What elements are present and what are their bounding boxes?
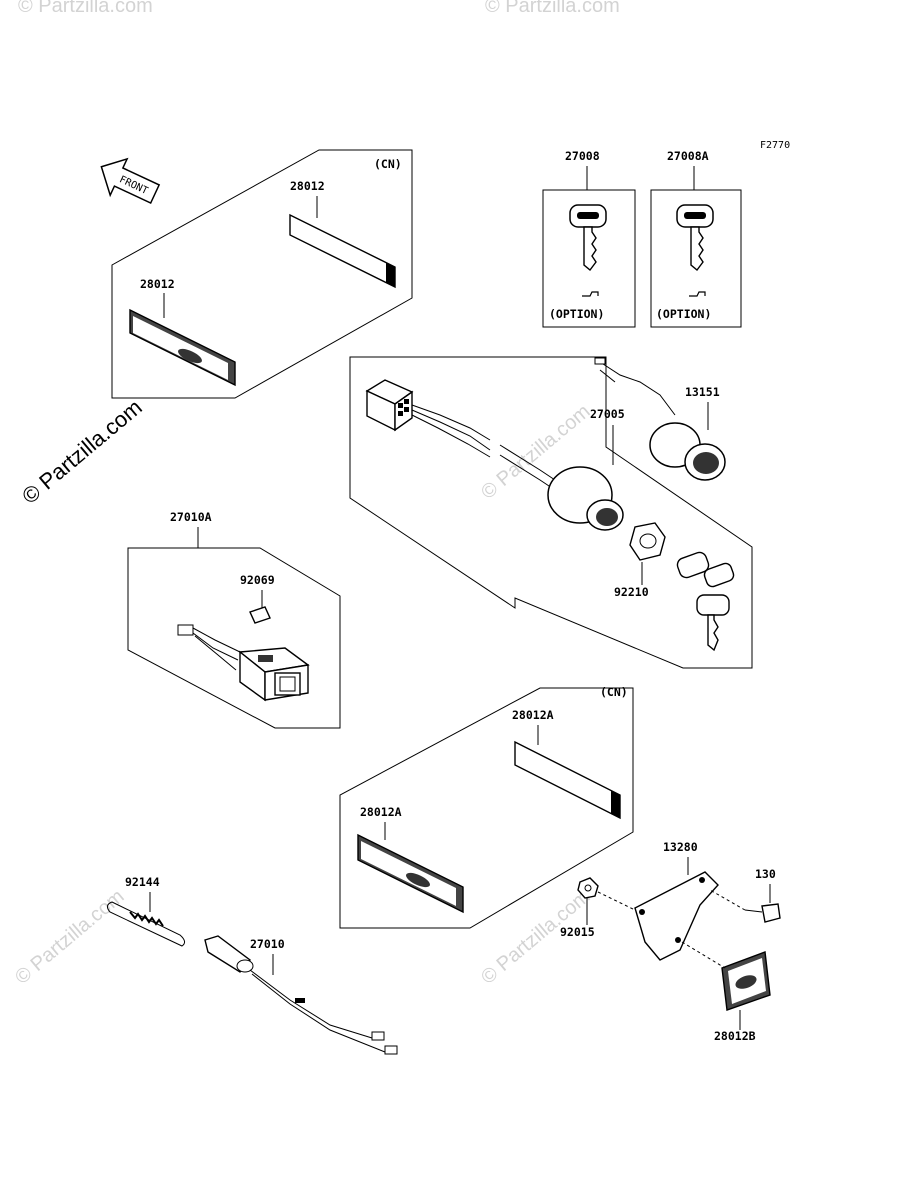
switch-27010-part (204, 935, 398, 1055)
part-label-13280: 13280 (663, 840, 698, 854)
part-label-27010: 27010 (250, 937, 285, 951)
front-arrow-icon: FRONT (100, 157, 161, 205)
watermark-dark: © Partzilla.com (17, 394, 147, 508)
part-label-92015: 92015 (560, 925, 595, 939)
spring-92144-part (106, 901, 186, 947)
part-label-28012B: 28012B (714, 1029, 756, 1043)
connector-plug-part (365, 379, 414, 432)
ignition-switch-body-part (547, 466, 624, 531)
part-label-27008A: 27008A (667, 149, 709, 163)
watermark: © Partzilla.com (11, 885, 128, 988)
region-cn-label: (CN) (600, 685, 628, 699)
switch-27010A-part (177, 624, 310, 702)
reflector-28012B-part (681, 941, 771, 1011)
option-label: (OPTION) (656, 307, 711, 321)
watermarks: © Partzilla.com © Partzilla.com © Partzi… (11, 0, 620, 989)
reflector-group-cn-top: (CN) 28012 28012 (111, 149, 413, 399)
bracket-assembly-group: 13280 130 92015 28012B (560, 840, 781, 1043)
part-label-27005: 27005 (590, 407, 625, 421)
reflector-rear-part (514, 740, 621, 820)
bulb-92069-part (249, 606, 271, 624)
part-label-130: 130 (755, 867, 776, 881)
key-blank-27008: 27008 (OPTION) (542, 149, 636, 328)
key-icon (569, 204, 607, 272)
part-label-27010A: 27010A (170, 510, 212, 524)
part-label-13151: 13151 (685, 385, 720, 399)
reflector-rear-part (289, 213, 396, 289)
switch-27010A-group: 27010A 92069 (127, 510, 341, 729)
nut-92015-part (577, 877, 636, 911)
nut-92210-part (629, 522, 666, 561)
reflector-side-part (357, 833, 464, 914)
part-label-28012: 28012 (290, 179, 325, 193)
part-label-28012A: 28012A (512, 708, 554, 722)
key-icon (676, 204, 714, 272)
watermark: © Partzilla.com (485, 0, 620, 17)
part-label-27008: 27008 (565, 149, 600, 163)
part-label-28012: 28012 (140, 277, 175, 291)
lock-13151-part (594, 357, 726, 481)
bolt-130-part (709, 889, 781, 923)
watermark: © Partzilla.com (18, 0, 153, 17)
part-label-92069: 92069 (240, 573, 275, 587)
figure-code: F2770 (760, 140, 790, 151)
reflector-group-cn-bottom: (CN) 28012A 28012A (339, 685, 634, 929)
bracket-13280-part (634, 871, 719, 961)
reflector-side-part (129, 308, 236, 387)
option-label: (OPTION) (549, 307, 604, 321)
keys-part (676, 551, 735, 652)
region-cn-label: (CN) (374, 157, 402, 171)
ignition-switch-group: 27005 13151 92210 (349, 356, 753, 669)
part-label-92144: 92144 (125, 875, 160, 889)
spring-and-switch-group: 92144 27010 (106, 875, 398, 1055)
part-label-28012A: 28012A (360, 805, 402, 819)
part-label-92210: 92210 (614, 585, 649, 599)
key-blank-27008A: 27008A (OPTION) (650, 149, 742, 328)
